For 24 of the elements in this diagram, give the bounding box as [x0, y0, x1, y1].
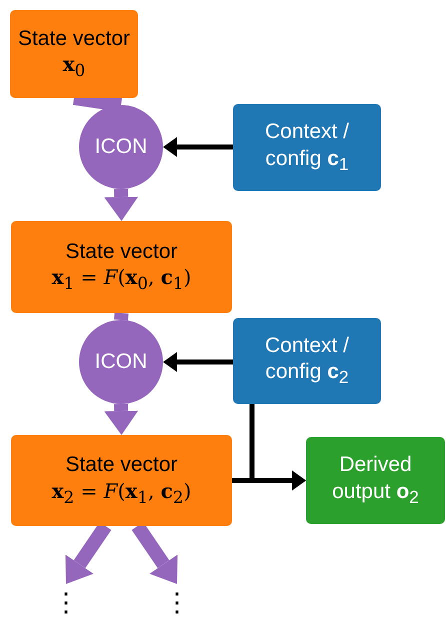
- arrow: [163, 352, 233, 372]
- state-box: [11, 435, 232, 526]
- context-box: [233, 318, 381, 404]
- output-box: [306, 437, 445, 524]
- node-label: Derived output o$_{2}$: [331, 452, 420, 509]
- node-label: Context / config c$_{2}$: [264, 332, 350, 390]
- state-box: [11, 221, 232, 313]
- ellipsis-text: ⋮: [164, 586, 190, 620]
- arrow: [250, 404, 306, 490]
- ellipsis-text: ⋮: [53, 586, 79, 620]
- node-label: Context / config c$_{1}$: [264, 119, 350, 176]
- arrow: [163, 137, 233, 157]
- node-label: State vector: [65, 452, 178, 478]
- node-label: ICON: [94, 348, 148, 375]
- node-label: ICON: [94, 134, 148, 160]
- state-box: [10, 10, 138, 98]
- formula: x$_{1}$ = F(x$_{0}$, c$_{1}$): [52, 265, 192, 296]
- node-label: State vector: [65, 238, 178, 265]
- arrow: [104, 188, 138, 221]
- formula: x$_{0}$: [62, 52, 86, 82]
- context-box: [233, 104, 381, 191]
- formula: x$_{2}$ = F(x$_{1}$, c$_{2}$): [52, 478, 192, 509]
- node-label: State vector: [18, 26, 130, 52]
- arrow: [104, 404, 138, 435]
